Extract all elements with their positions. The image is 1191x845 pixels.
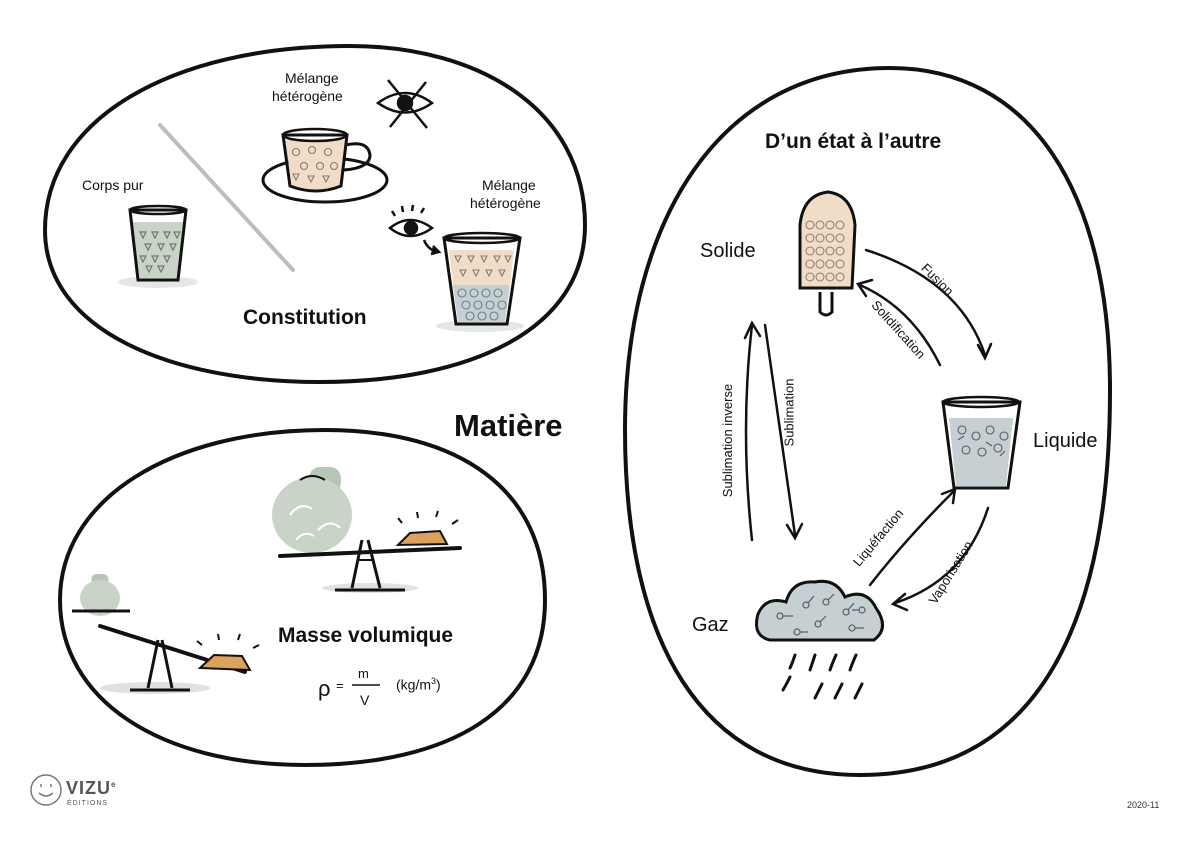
logo-text: VIZUe	[66, 778, 117, 798]
melange-right-label-line2: hétérogène	[470, 195, 541, 211]
liquide-label: Liquide	[1033, 430, 1098, 452]
corps-pur-label: Corps pur	[82, 177, 144, 193]
equals-sign: =	[336, 678, 344, 693]
logo-subtitle: ÉDITIONS	[67, 800, 109, 807]
tilted-scale	[72, 574, 260, 694]
etats-title: D’un état à l’autre	[765, 130, 942, 153]
sublimation-label: Sublimation	[781, 378, 797, 447]
gas-cloud-icon	[755, 579, 884, 700]
gaz-label: Gaz	[692, 614, 729, 636]
solide-label: Solide	[700, 240, 756, 262]
crossed-eye-icon	[375, 79, 435, 129]
unit-label: (kg/m3)	[396, 676, 441, 693]
vizu-logo-icon	[30, 774, 62, 806]
numerator: m	[358, 666, 369, 681]
sublimation-arrow	[763, 323, 797, 537]
constitution-title: Constitution	[243, 306, 367, 329]
fusion-arrow	[864, 248, 987, 357]
popsicle-icon	[798, 190, 857, 317]
masse-bubble	[57, 427, 548, 768]
sublimation-inverse-arrow	[744, 323, 754, 542]
masse-volumique-title: Masse volumique	[278, 624, 454, 647]
central-title: Matière	[454, 408, 563, 443]
sublimation-inverse-label: Sublimation inverse	[720, 383, 736, 498]
eye-icon	[387, 204, 442, 256]
melange-top-label-line2: hétérogène	[272, 88, 343, 104]
separator-line	[158, 123, 295, 272]
rho-symbol: ρ	[318, 676, 331, 701]
liquefaction-arrow	[868, 490, 955, 587]
heterogeneous-glass	[436, 231, 524, 332]
cup-on-saucer	[261, 127, 389, 204]
solidification-arrow	[858, 283, 942, 367]
etats-bubble	[622, 65, 1113, 778]
transition-arrows	[743, 248, 993, 612]
denominator: V	[360, 692, 370, 708]
liquid-glass-icon	[941, 395, 1022, 490]
constitution-bubble	[42, 43, 588, 385]
balanced-scale	[272, 467, 462, 593]
melange-top-label-line1: Mélange	[285, 70, 339, 86]
corps-pur-glass	[118, 204, 198, 288]
vaporisation-arrow	[893, 506, 990, 605]
footer-date: 2020-11	[1127, 800, 1160, 810]
melange-right-label-line1: Mélange	[482, 177, 536, 193]
